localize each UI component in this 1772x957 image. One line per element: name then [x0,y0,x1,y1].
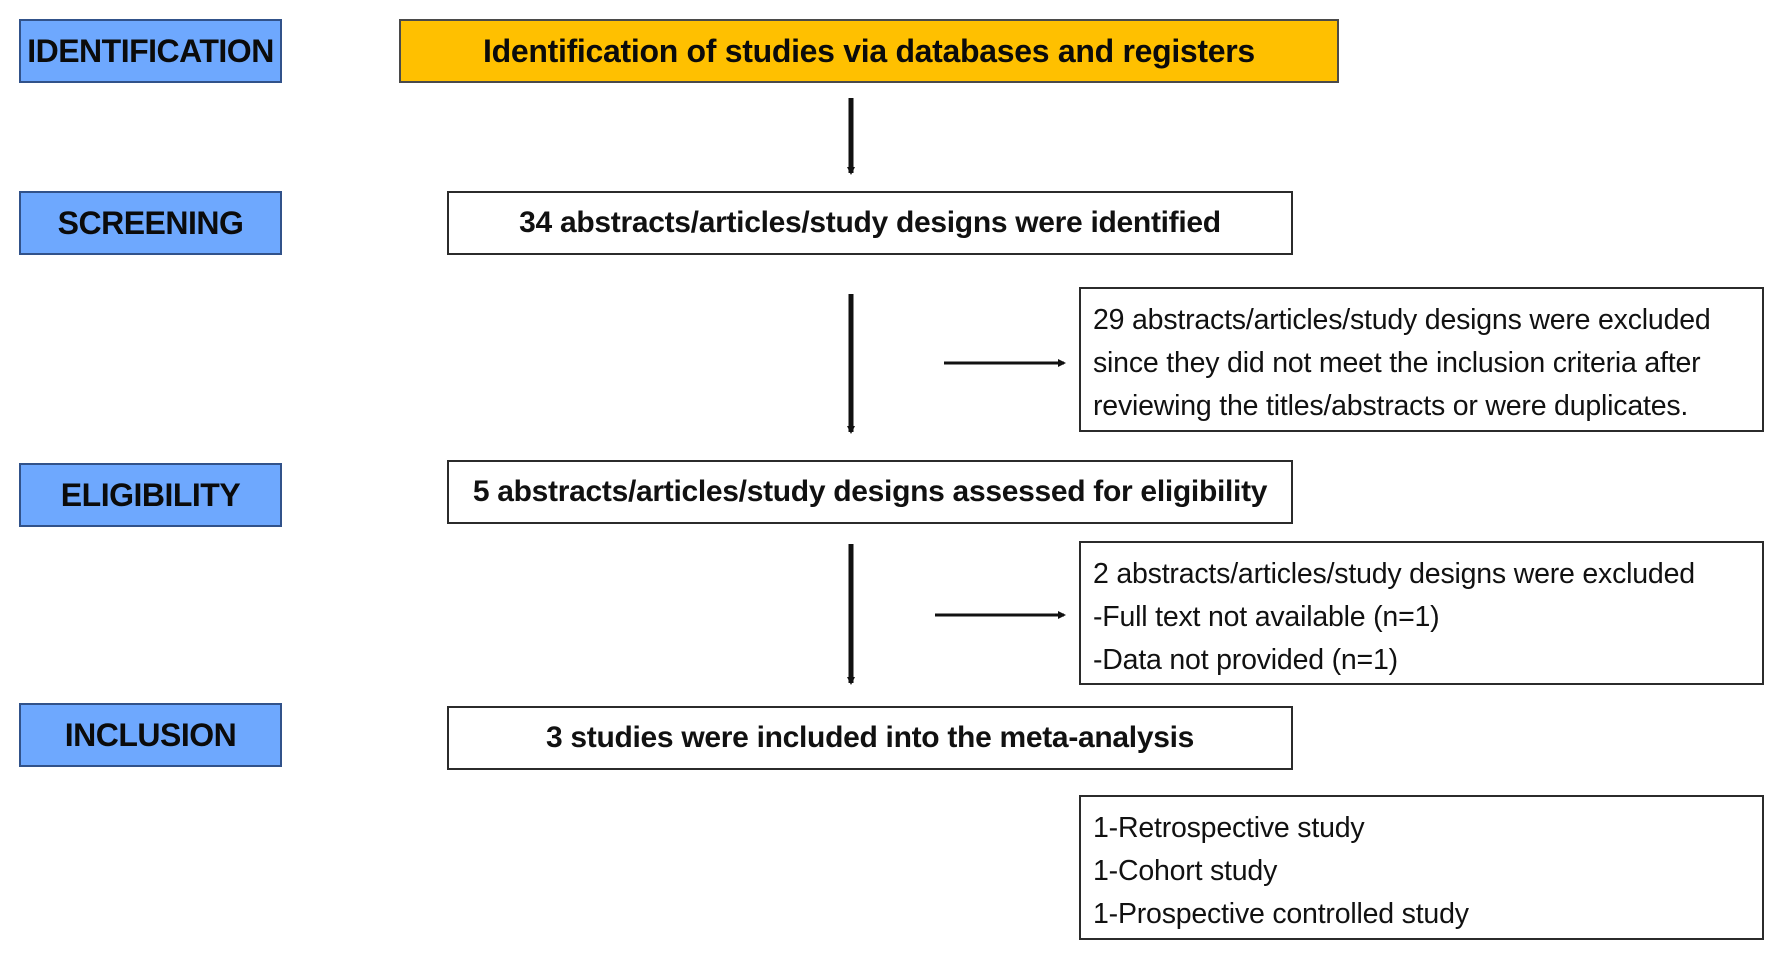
eligibility-exclusion-line: -Data not provided (n=1) [1093,644,1398,676]
included-types-box: 1-Retrospective study 1-Cohort study 1-P… [1079,795,1764,940]
screening-exclusion-line: 29 abstracts/articles/study designs were… [1093,304,1711,336]
included-type-line: 1-Cohort study [1093,855,1278,887]
assessed-box: 5 abstracts/articles/study designs asses… [447,460,1293,524]
eligibility-exclusion-box: 2 abstracts/articles/study designs were … [1079,541,1764,685]
stage-eligibility: ELIGIBILITY [19,463,282,527]
included-type-line: 1-Prospective controlled study [1093,898,1469,930]
stage-screening: SCREENING [19,191,282,255]
included-text: 3 studies were included into the meta-an… [545,721,1195,754]
identification-header-box: Identification of studies via databases … [399,19,1339,83]
included-type-line: 1-Retrospective study [1093,812,1365,844]
included-box: 3 studies were included into the meta-an… [447,706,1293,770]
screening-exclusion-box: 29 abstracts/articles/study designs were… [1079,287,1764,432]
stage-identification-label: IDENTIFICATION [27,32,274,69]
screening-exclusion-line: reviewing the titles/abstracts or were d… [1093,390,1689,422]
stage-inclusion-label: INCLUSION [64,716,237,753]
stage-screening-label: SCREENING [57,204,244,241]
identification-header-text: Identification of studies via databases … [483,32,1255,69]
eligibility-exclusion-line: 2 abstracts/articles/study designs were … [1093,558,1695,590]
identified-box: 34 abstracts/articles/study designs were… [447,191,1293,255]
screening-exclusion-line: since they did not meet the inclusion cr… [1093,347,1701,379]
stage-eligibility-label: ELIGIBILITY [60,476,241,513]
stage-identification: IDENTIFICATION [19,19,282,83]
eligibility-exclusion-line: -Full text not available (n=1) [1093,601,1440,633]
identified-text: 34 abstracts/articles/study designs were… [519,206,1221,239]
assessed-text: 5 abstracts/articles/study designs asses… [472,475,1268,508]
stage-inclusion: INCLUSION [19,703,282,767]
